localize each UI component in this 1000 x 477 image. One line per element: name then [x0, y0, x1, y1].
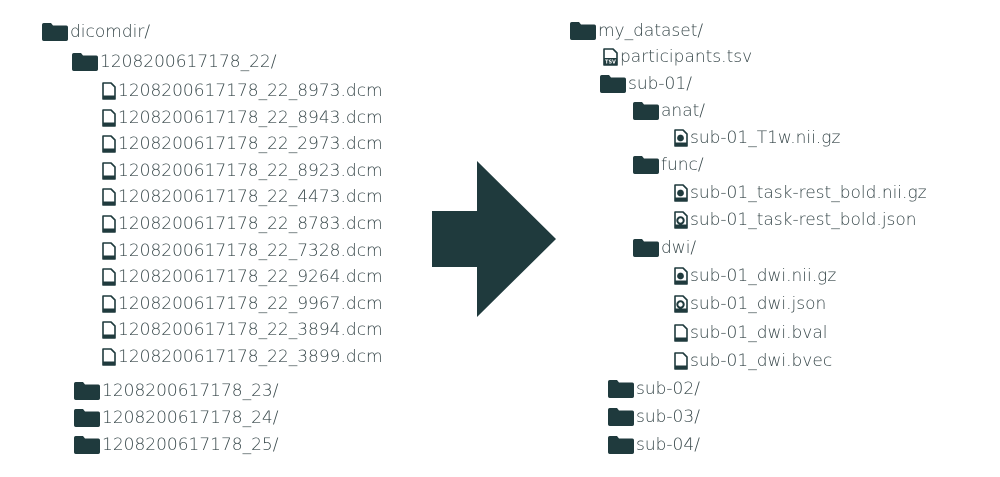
file-icon	[102, 135, 116, 153]
tree-item-file[interactable]: 1208200617178_22_9967.dcm	[102, 292, 383, 316]
tree-item-folder[interactable]: sub-03/	[608, 405, 700, 429]
file-label: 1208200617178_22_8783.dcm	[118, 214, 383, 234]
file-icon	[102, 242, 116, 260]
file-label: sub-01_dwi.bvec	[690, 351, 833, 371]
folder-label: my_dataset/	[598, 21, 704, 41]
tree-item-file[interactable]: 1208200617178_22_3899.dcm	[102, 345, 383, 369]
file-icon	[674, 352, 688, 370]
folder-label: 1208200617178_24/	[102, 408, 279, 428]
tree-item-folder[interactable]: func/	[633, 153, 704, 177]
file-label: sub-01_dwi.bval	[690, 323, 828, 343]
file-icon	[102, 348, 116, 366]
folder-label: sub-03/	[636, 407, 700, 427]
folder-label: func/	[661, 155, 704, 175]
image-file-icon	[674, 184, 688, 202]
file-label: 1208200617178_22_9967.dcm	[118, 294, 383, 314]
folder-label: 1208200617178_22/	[100, 52, 277, 72]
file-label: sub-01_task-rest_bold.nii.gz	[690, 183, 927, 203]
tree-item-folder[interactable]: my_dataset/	[570, 19, 703, 43]
file-icon	[102, 82, 116, 100]
file-label: 1208200617178_22_7328.dcm	[118, 241, 383, 261]
tree-item-file[interactable]: sub-01_dwi.bvec	[674, 349, 832, 373]
folder-icon	[608, 380, 634, 398]
folder-icon	[42, 23, 68, 41]
folder-icon	[600, 75, 626, 93]
image-file-icon	[674, 129, 688, 147]
tree-item-file[interactable]: 1208200617178_22_8923.dcm	[102, 159, 383, 183]
file-icon	[102, 215, 116, 233]
tree-item-folder[interactable]: 1208200617178_25/	[74, 433, 278, 457]
tree-item-folder[interactable]: anat/	[633, 99, 705, 123]
file-label: 1208200617178_22_2973.dcm	[118, 134, 383, 154]
folder-icon	[74, 409, 100, 427]
tree-item-file[interactable]: sub-01_dwi.nii.gz	[674, 264, 836, 288]
tree-item-file[interactable]: 1208200617178_22_2973.dcm	[102, 132, 383, 156]
file-label: 1208200617178_22_8923.dcm	[118, 161, 383, 181]
file-label: participants.tsv	[620, 47, 753, 67]
tree-item-file[interactable]: sub-01_dwi.bval	[674, 321, 828, 345]
file-icon	[102, 295, 116, 313]
folder-icon	[74, 436, 100, 454]
folder-icon	[608, 436, 634, 454]
tree-item-file[interactable]: 1208200617178_22_3894.dcm	[102, 318, 383, 342]
tree-item-folder[interactable]: sub-02/	[608, 377, 700, 401]
file-icon	[674, 324, 688, 342]
file-label: 1208200617178_22_4473.dcm	[118, 187, 383, 207]
file-icon	[102, 162, 116, 180]
right-arrow-icon	[432, 161, 556, 321]
tree-item-folder[interactable]: sub-04/	[608, 433, 700, 457]
file-icon	[102, 321, 116, 339]
tree-item-file[interactable]: sub-01_T1w.nii.gz	[674, 126, 840, 150]
file-label: 1208200617178_22_9264.dcm	[118, 267, 383, 287]
tree-item-folder[interactable]: 1208200617178_24/	[74, 406, 278, 430]
folder-label: sub-01/	[628, 74, 692, 94]
tree-item-file[interactable]: 1208200617178_22_8973.dcm	[102, 79, 383, 103]
image-file-icon	[674, 267, 688, 285]
folder-label: dwi/	[661, 238, 697, 258]
tree-item-file[interactable]: sub-01_task-rest_bold.nii.gz	[674, 181, 927, 205]
json-file-icon	[674, 295, 688, 313]
folder-label: sub-04/	[636, 435, 700, 455]
file-label: 1208200617178_22_8973.dcm	[118, 81, 383, 101]
file-icon	[102, 109, 116, 127]
tree-item-folder[interactable]: dicomdir/	[42, 20, 150, 44]
folder-icon	[633, 239, 659, 257]
tree-item-folder[interactable]: sub-01/	[600, 72, 692, 96]
file-icon	[102, 268, 116, 286]
folder-icon	[608, 408, 634, 426]
tree-item-file[interactable]: 1208200617178_22_8783.dcm	[102, 212, 383, 236]
json-file-icon	[674, 211, 688, 229]
file-icon	[102, 188, 116, 206]
file-label: sub-01_dwi.nii.gz	[690, 266, 837, 286]
file-label: sub-01_T1w.nii.gz	[690, 128, 841, 148]
folder-label: sub-02/	[636, 379, 700, 399]
tree-item-file[interactable]: TSV participants.tsv	[603, 45, 752, 69]
tree-item-file[interactable]: 1208200617178_22_7328.dcm	[102, 239, 383, 263]
tree-item-folder[interactable]: 1208200617178_23/	[74, 379, 278, 403]
folder-label: dicomdir/	[70, 22, 151, 42]
tree-item-file[interactable]: 1208200617178_22_8943.dcm	[102, 106, 383, 130]
folder-icon	[633, 102, 659, 120]
file-label: 1208200617178_22_3894.dcm	[118, 320, 383, 340]
tsv-file-icon: TSV	[603, 48, 618, 66]
folder-label: anat/	[661, 101, 706, 121]
file-label: 1208200617178_22_3899.dcm	[118, 347, 383, 367]
tree-item-file[interactable]: 1208200617178_22_9264.dcm	[102, 265, 383, 289]
tree-item-file[interactable]: sub-01_dwi.json	[674, 292, 826, 316]
tree-item-file[interactable]: 1208200617178_22_4473.dcm	[102, 185, 383, 209]
folder-icon	[74, 382, 100, 400]
file-label: sub-01_task-rest_bold.json	[690, 210, 917, 230]
folder-icon	[633, 156, 659, 174]
tree-item-folder[interactable]: dwi/	[633, 236, 696, 260]
folder-icon	[72, 53, 98, 71]
file-label: sub-01_dwi.json	[690, 294, 827, 314]
folder-label: 1208200617178_23/	[102, 381, 279, 401]
tree-item-file[interactable]: sub-01_task-rest_bold.json	[674, 208, 917, 232]
folder-icon	[570, 22, 596, 40]
file-label: 1208200617178_22_8943.dcm	[118, 108, 383, 128]
tree-item-folder[interactable]: 1208200617178_22/	[72, 50, 276, 74]
tsv-badge-text: TSV	[605, 60, 616, 66]
folder-label: 1208200617178_25/	[102, 435, 279, 455]
